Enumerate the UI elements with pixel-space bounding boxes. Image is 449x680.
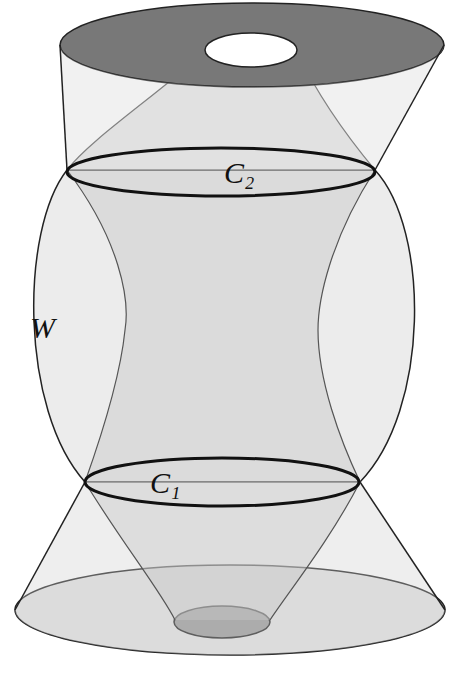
circle-label: C₁: [150, 468, 180, 498]
region-label: W: [30, 313, 55, 343]
circle-c2: [67, 148, 375, 196]
circle-c1: [85, 458, 359, 506]
top-hole: [205, 33, 297, 67]
circle-label: C₂: [224, 158, 254, 188]
top-disk: [60, 3, 444, 87]
